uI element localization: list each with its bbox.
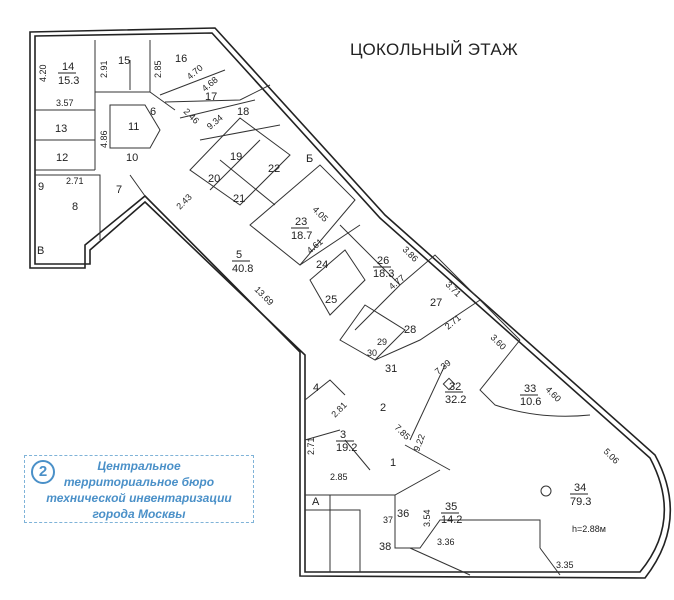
room-label: 17 (205, 91, 217, 103)
column-icon (540, 485, 552, 497)
room-label: 14 (62, 61, 74, 73)
dimension-label: 2.85 (330, 472, 348, 482)
room-label: 27 (430, 297, 442, 309)
room-label: 13 (55, 123, 67, 135)
room-label: 2 (380, 402, 386, 414)
dimension-label: 2.46 (182, 106, 201, 125)
room-label: 20 (208, 173, 220, 185)
room-label: 36 (397, 508, 409, 520)
room-label: 22 (268, 163, 280, 175)
room-label: 31 (385, 363, 397, 375)
dimension-label: 4.86 (99, 130, 109, 148)
room-label: 16 (175, 53, 187, 65)
dimension-label: 3.57 (56, 98, 74, 108)
room-label: 25 (325, 294, 337, 306)
dimension-label: 2.43 (174, 192, 193, 211)
dimension-label: 3.54 (422, 509, 432, 527)
stamp-line: технической инвентаризации (46, 491, 232, 505)
column-icon (442, 377, 456, 391)
dimension-label: 7.85 (393, 422, 412, 441)
dimension-label: 2.81 (329, 400, 348, 419)
dimension-label: 3.35 (556, 560, 574, 570)
room-label: 11 (128, 121, 139, 133)
room-label: 12 (56, 152, 68, 164)
room-label: 34 (574, 482, 586, 494)
room-label: 3 (340, 429, 346, 441)
dimension-label: 2.71 (66, 176, 84, 186)
room-label: 32 (449, 381, 461, 393)
room-label: 18.3 (373, 268, 394, 280)
dimension-label: 7.39 (433, 358, 453, 377)
room-label: 23 (295, 216, 307, 228)
dimension-label: 4.05 (311, 204, 330, 223)
dimension-label: 5.06 (602, 446, 621, 465)
stamp-line: Центральное (97, 459, 181, 473)
stamp-number: 2 (31, 460, 55, 484)
room-label: 21 (233, 193, 245, 205)
room-label: 40.8 (232, 263, 253, 275)
room-label: 10 (126, 152, 138, 164)
room-label: 35 (445, 501, 457, 513)
room-label: 18 (237, 106, 249, 118)
room-label: 38 (379, 541, 391, 553)
room-label: 4 (313, 382, 319, 394)
dimension-label: 3.60 (489, 332, 508, 351)
room-label: 32.2 (445, 394, 466, 406)
stamp-line: территориальное бюро (63, 475, 215, 489)
room-label: 29 (377, 337, 387, 347)
room-label: 10.6 (520, 396, 541, 408)
dimension-label: 2.71 (443, 313, 463, 332)
room-label: 14.2 (441, 514, 462, 526)
room-label: 5 (236, 249, 242, 261)
room-label: 19 (230, 151, 242, 163)
room-label: 15.3 (58, 75, 79, 87)
dimension-label: 3.36 (437, 537, 455, 547)
room-label: 1 (390, 457, 396, 469)
room-label: 30 (367, 348, 377, 358)
dimension-label: 3.86 (401, 244, 420, 263)
room-label: 79.3 (570, 496, 591, 508)
room-label: 26 (377, 255, 389, 267)
room-label: 37 (383, 515, 393, 525)
dimension-label: 2.91 (99, 60, 109, 78)
room-label: 8 (72, 201, 78, 213)
dimension-label: 2.85 (153, 60, 163, 78)
room-label: 15 (118, 55, 130, 67)
height-note: h=2.88м (572, 524, 606, 534)
floor-title: ЦОКОЛЬНЫЙ ЭТАЖ (350, 40, 519, 59)
room-label: 28 (404, 324, 416, 336)
dimension-label: 4.60 (544, 384, 563, 403)
dimension-label: 9.34 (205, 113, 225, 132)
room-label: 19.2 (336, 442, 357, 454)
dimension-label: 2.71 (306, 437, 316, 455)
room-label: А (312, 496, 320, 508)
room-label: В (37, 245, 44, 257)
dimension-label: 9.22 (411, 433, 426, 453)
room-labels: 14 15.3 15 16 17 18 6 11 13 12 10 9 8 7 … (37, 53, 606, 553)
dimension-label: 4.20 (38, 64, 48, 82)
dimension-labels: 4.20 3.57 2.91 2.85 4.70 4.68 4.86 2.46 … (38, 60, 621, 570)
bti-stamp: 2 Центральное территориальное бюро техни… (24, 455, 254, 523)
room-label: Б (306, 153, 313, 165)
room-label: 7 (116, 184, 122, 196)
stamp-line: города Москвы (92, 507, 186, 521)
room-label: 24 (316, 259, 328, 271)
dimension-label: 13.69 (253, 284, 276, 307)
room-label: 33 (524, 383, 536, 395)
room-label: 9 (38, 181, 44, 193)
room-label: 18.7 (291, 230, 312, 242)
room-label: 6 (150, 106, 156, 118)
